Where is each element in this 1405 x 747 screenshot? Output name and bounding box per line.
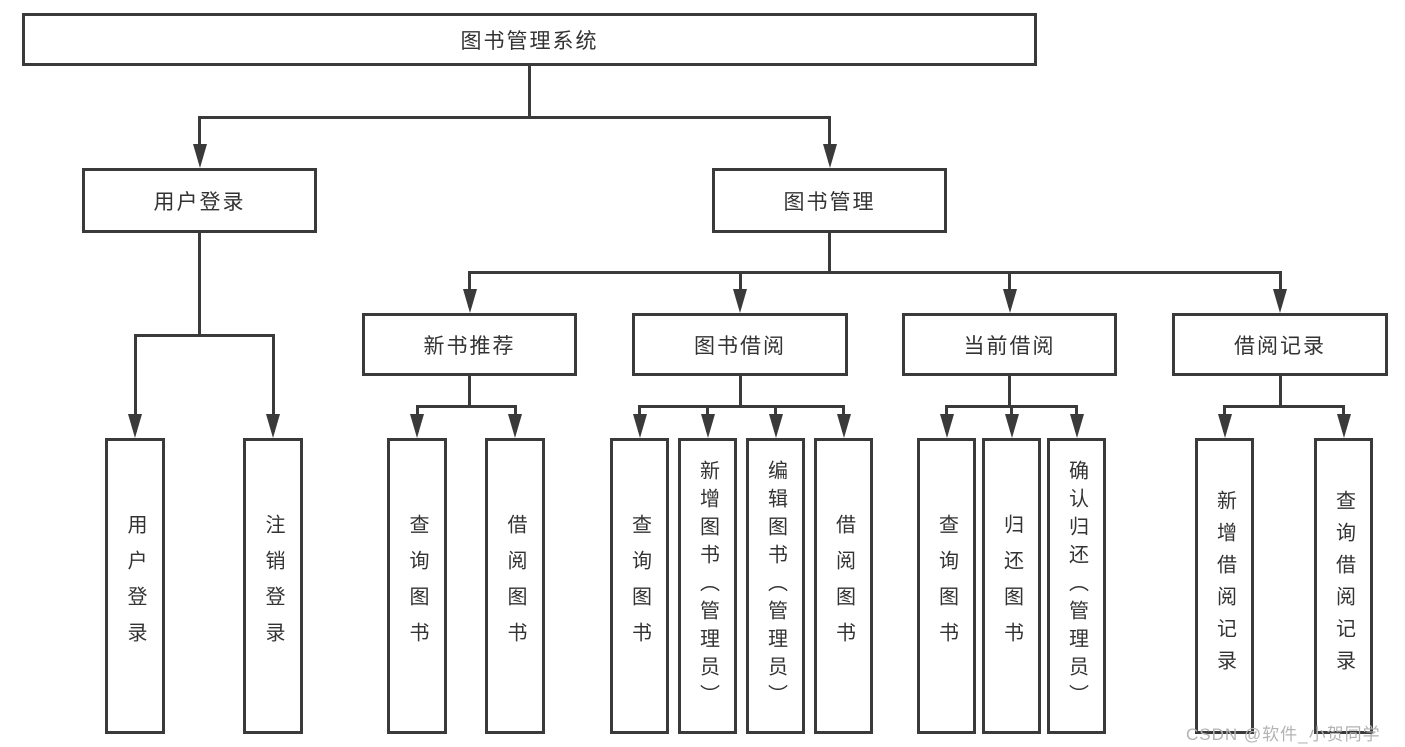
arrow-down-icon bbox=[128, 414, 142, 438]
arrow-down-icon bbox=[1217, 414, 1232, 438]
connector-stem bbox=[528, 66, 531, 117]
arrow-down-icon bbox=[700, 414, 715, 438]
connector-bar bbox=[198, 115, 831, 119]
arrow-down-icon bbox=[192, 144, 207, 168]
node-label: 图书管理 bbox=[783, 190, 876, 214]
arrow-down-icon bbox=[1273, 289, 1287, 313]
node-cb-return-books: 归还图书 bbox=[982, 438, 1041, 734]
node-cb-query-books: 查询图书 bbox=[917, 438, 976, 734]
node-bb-query-books: 查询图书 bbox=[610, 438, 669, 734]
node-label: 新增图书（管理员） bbox=[696, 460, 719, 712]
node-new-book-rec: 新书推荐 bbox=[362, 313, 577, 376]
arrow-down-icon bbox=[768, 414, 783, 438]
node-book-mgmt: 图书管理 bbox=[712, 168, 947, 233]
node-logout-action: 注销登录 bbox=[243, 438, 303, 734]
arrow-down-icon bbox=[410, 414, 424, 438]
node-label: 查询图书 bbox=[406, 514, 428, 658]
arrow-down-icon bbox=[462, 289, 477, 313]
connector-stem bbox=[1278, 376, 1282, 406]
node-root: 图书管理系统 bbox=[22, 13, 1037, 66]
arrow-down-icon bbox=[1336, 414, 1351, 438]
node-label: 用户登录 bbox=[153, 190, 246, 214]
connector-bar bbox=[133, 333, 275, 337]
node-br-add-record: 新增借阅记录 bbox=[1195, 438, 1254, 734]
node-borrow-records: 借阅记录 bbox=[1172, 313, 1388, 376]
node-user-login: 用户登录 bbox=[82, 168, 317, 233]
connector-bar bbox=[1223, 404, 1345, 408]
arrow-down-icon bbox=[266, 414, 280, 438]
node-bb-edit-books: 编辑图书（管理员） bbox=[746, 438, 805, 734]
arrow-down-icon bbox=[508, 414, 522, 438]
node-br-query-record: 查询借阅记录 bbox=[1314, 438, 1373, 734]
arrow-down-icon bbox=[939, 414, 954, 438]
arrow-down-icon bbox=[1002, 289, 1017, 313]
node-label: 当前借阅 bbox=[963, 334, 1056, 358]
connector-stem bbox=[1008, 376, 1011, 406]
node-label: 查询图书 bbox=[935, 514, 958, 658]
connector-stem bbox=[198, 233, 201, 335]
node-cb-confirm-return: 确认归还（管理员） bbox=[1047, 438, 1106, 734]
node-label: 借阅图书 bbox=[504, 514, 526, 658]
node-label: 归还图书 bbox=[1000, 514, 1023, 658]
node-nbr-borrow-books: 借阅图书 bbox=[485, 438, 545, 734]
node-label: 注销登录 bbox=[262, 514, 284, 658]
node-label: 借阅记录 bbox=[1234, 334, 1326, 358]
connector-bar bbox=[468, 270, 1282, 274]
node-label: 新增借阅记录 bbox=[1213, 490, 1236, 682]
connector-stem bbox=[738, 376, 742, 406]
node-current-borrow: 当前借阅 bbox=[902, 313, 1117, 376]
arrow-down-icon bbox=[733, 289, 747, 313]
node-nbr-query-books: 查询图书 bbox=[387, 438, 447, 734]
connector-drop bbox=[828, 117, 831, 162]
node-login-action: 用户登录 bbox=[105, 438, 165, 734]
arrow-down-icon bbox=[836, 414, 851, 438]
arrow-down-icon bbox=[1069, 414, 1084, 438]
node-label: 图书管理系统 bbox=[460, 29, 599, 53]
node-label: 编辑图书（管理员） bbox=[764, 460, 787, 712]
connector-drop bbox=[271, 335, 275, 432]
node-book-borrow: 图书借阅 bbox=[632, 313, 848, 376]
connector-drop bbox=[198, 117, 201, 162]
connector-bar bbox=[638, 404, 845, 408]
node-bb-add-books: 新增图书（管理员） bbox=[678, 438, 737, 734]
connector-stem bbox=[468, 376, 471, 406]
node-label: 用户登录 bbox=[124, 514, 146, 658]
node-label: 查询图书 bbox=[628, 514, 651, 658]
node-label: 新书推荐 bbox=[423, 334, 516, 358]
node-label: 图书借阅 bbox=[694, 334, 786, 358]
connector-bar bbox=[415, 404, 517, 408]
arrow-down-icon bbox=[632, 414, 647, 438]
arrow-down-icon bbox=[822, 144, 837, 168]
node-label: 查询借阅记录 bbox=[1332, 490, 1355, 682]
arrow-down-icon bbox=[1004, 414, 1019, 438]
watermark: CSDN @软件_小贺同学 bbox=[1186, 725, 1381, 744]
connector-stem bbox=[828, 233, 831, 272]
node-label: 借阅图书 bbox=[832, 514, 855, 658]
node-label: 确认归还（管理员） bbox=[1065, 460, 1088, 712]
node-bb-borrow-books: 借阅图书 bbox=[814, 438, 873, 734]
connector-drop bbox=[133, 335, 137, 432]
